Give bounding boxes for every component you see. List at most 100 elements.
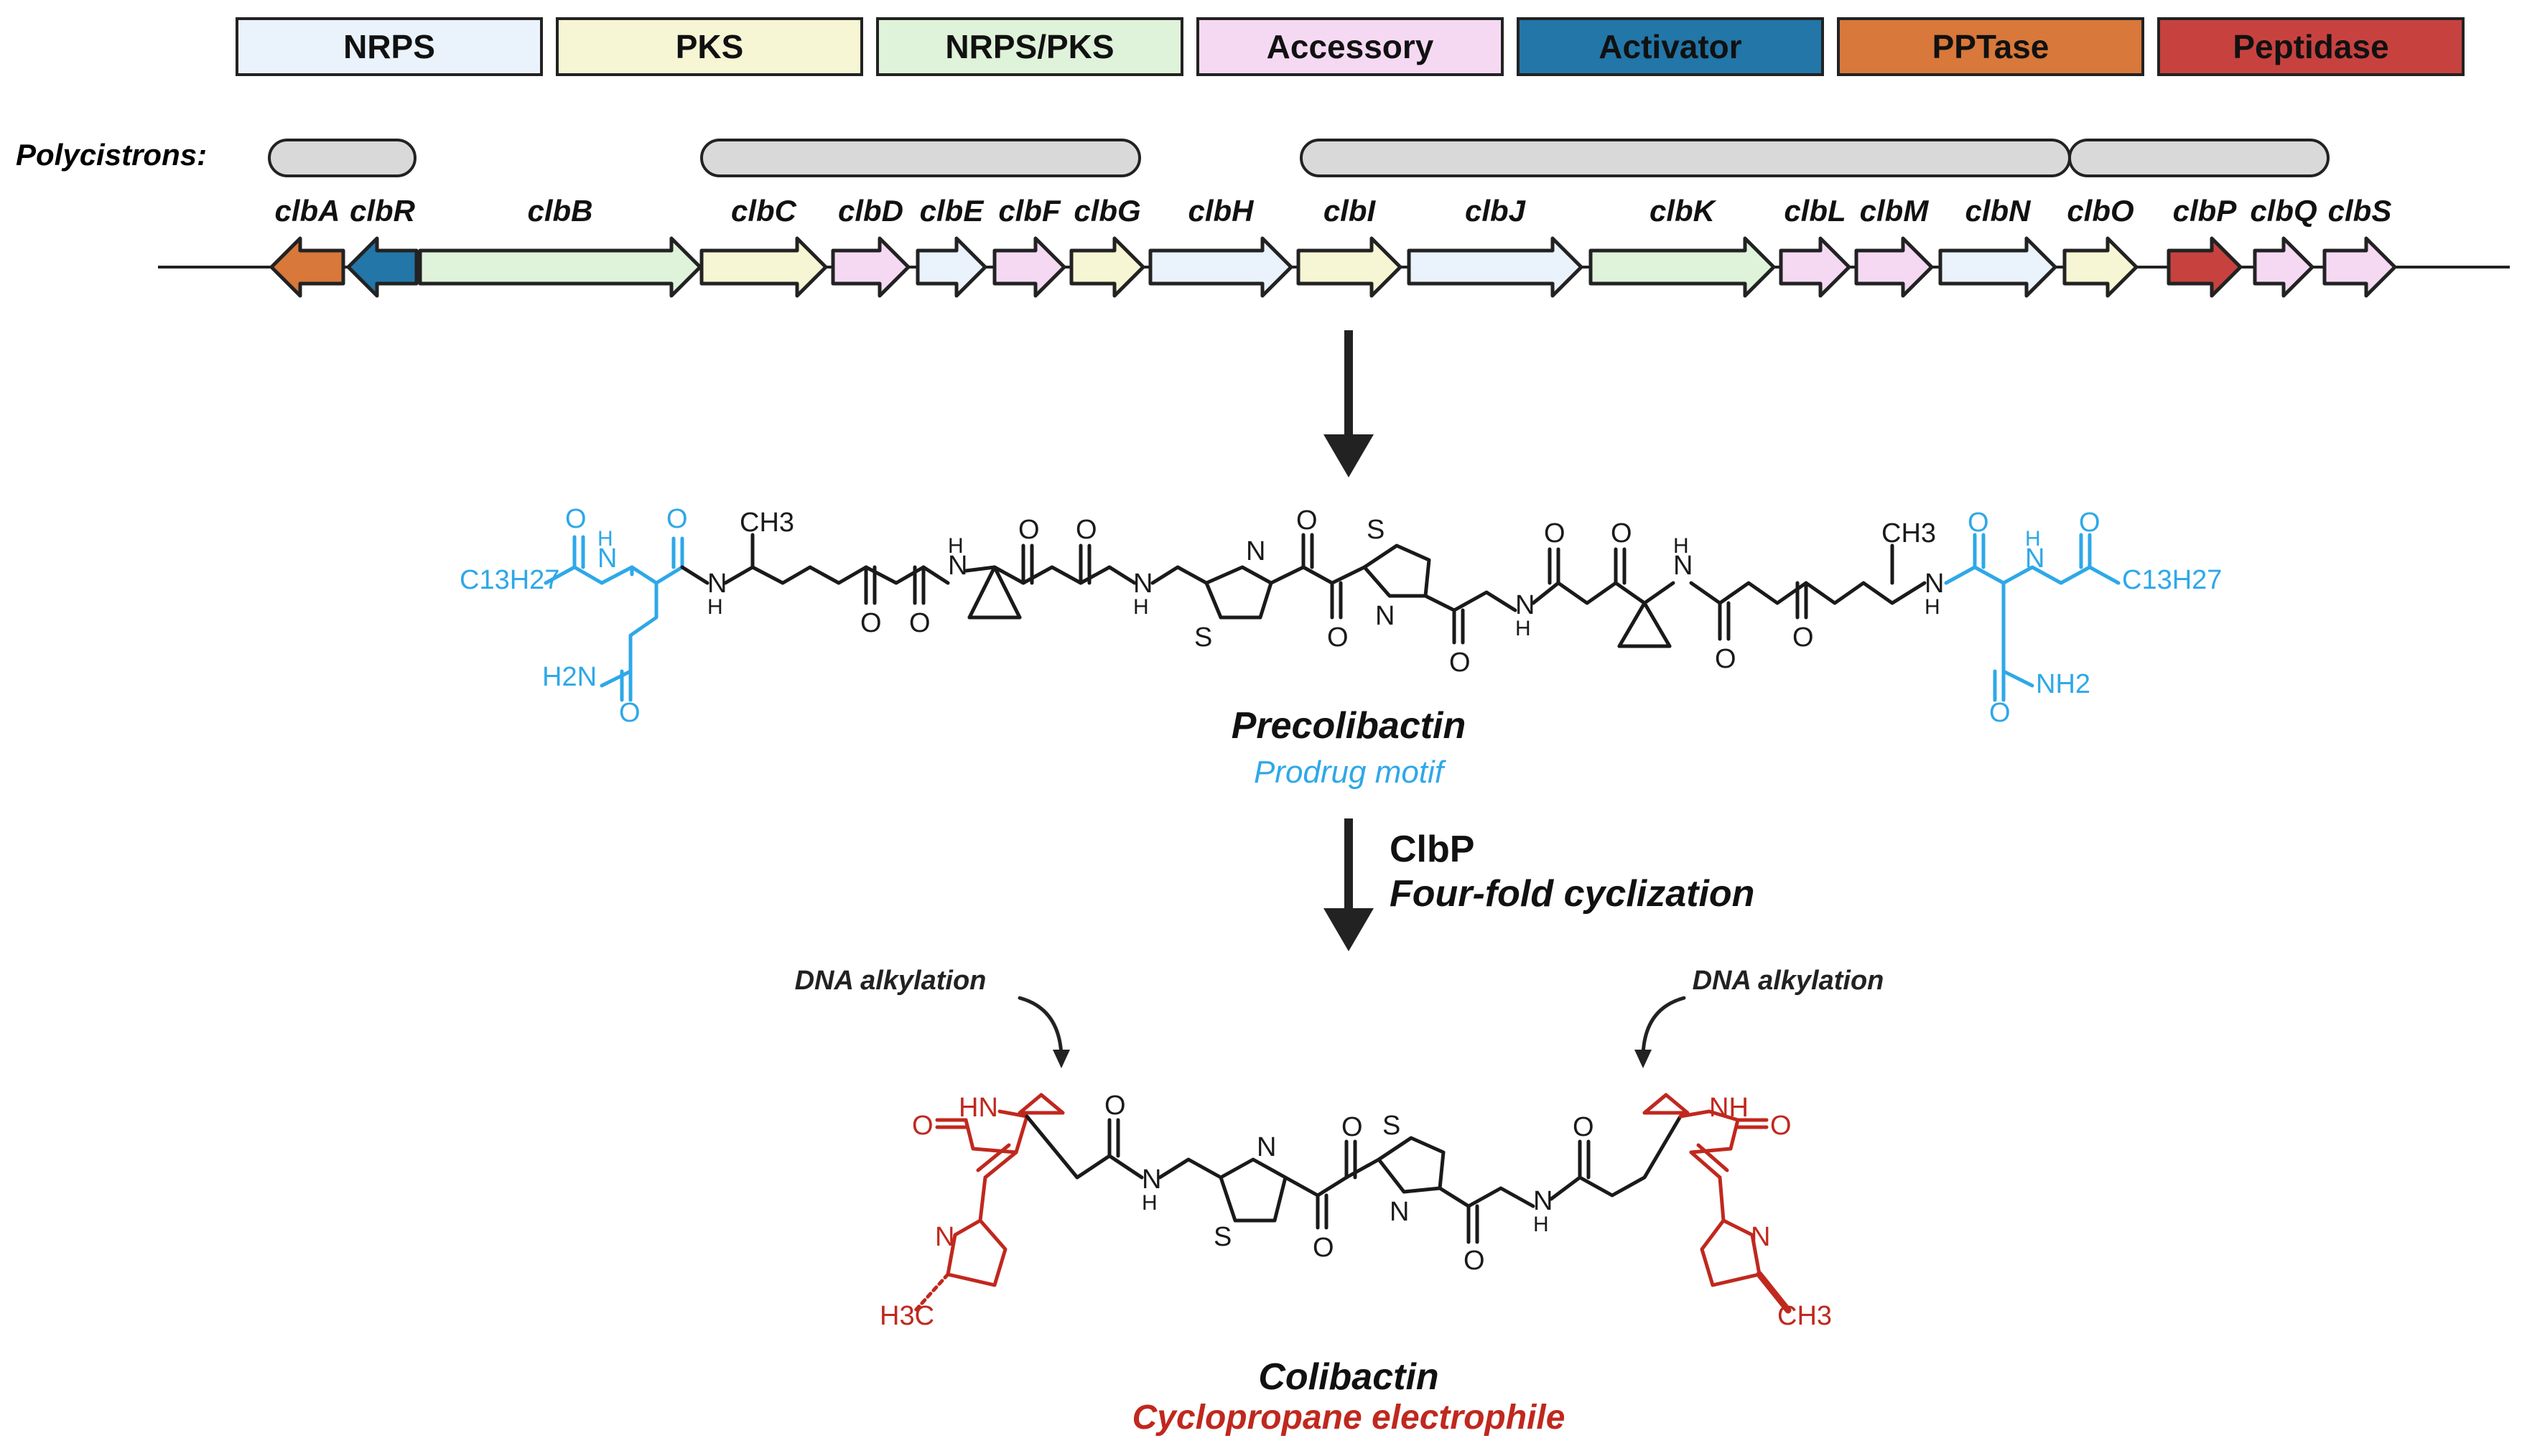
o-label: O bbox=[666, 504, 688, 534]
dna-alkylation-left: DNA alkylation bbox=[795, 966, 987, 996]
gene-label-clbH: clbH bbox=[1188, 194, 1255, 228]
gene-label-clbO: clbO bbox=[2067, 194, 2134, 228]
n-label: N bbox=[1133, 569, 1153, 599]
gene-arrow-clbF bbox=[992, 236, 1066, 298]
o-label: O bbox=[619, 698, 641, 728]
warhead-left-labels: HN O N H3C bbox=[880, 1093, 998, 1331]
polycistrons-label: Polycistrons: bbox=[16, 138, 207, 172]
precolibactin-title: Precolibactin bbox=[1232, 705, 1466, 747]
gene-label-clbI: clbI bbox=[1323, 194, 1377, 228]
gene-arrow-clbG bbox=[1069, 236, 1145, 298]
h-label: H bbox=[707, 595, 723, 619]
nh2-left: H2N bbox=[542, 662, 597, 692]
n-label: N bbox=[948, 551, 967, 581]
legend-swatch-nrps-pks bbox=[876, 17, 1183, 76]
o-label: O bbox=[1573, 1112, 1594, 1142]
o-label: O bbox=[1544, 518, 1565, 549]
ch3-left: CH3 bbox=[740, 508, 794, 538]
prodrug-motif-right bbox=[1944, 533, 2121, 702]
colibactin-structure: HN O N H3C bbox=[880, 996, 1832, 1331]
n-label: N bbox=[1246, 536, 1265, 566]
h-label: H bbox=[1533, 1213, 1549, 1236]
reaction-arrow-2 bbox=[1323, 818, 1374, 951]
gene-arrow-clbL bbox=[1779, 236, 1851, 298]
gene-arrow-clbO bbox=[2062, 236, 2139, 298]
gene-label-clbM: clbM bbox=[1860, 194, 1930, 228]
n-label: N bbox=[935, 1222, 954, 1252]
h-label: H bbox=[2025, 527, 2041, 551]
prodrug-labels-left: C13H27 N H O O H2N O bbox=[460, 504, 688, 728]
o-label: O bbox=[2079, 508, 2100, 538]
legend-swatch-nrps bbox=[236, 17, 543, 76]
s-label: S bbox=[1214, 1222, 1232, 1252]
legend-label: PPTase bbox=[1932, 28, 2049, 65]
s-label: S bbox=[1194, 622, 1212, 653]
h-label: H bbox=[1133, 595, 1149, 619]
gene-label-clbN: clbN bbox=[1965, 194, 2032, 228]
gene-label-clbG: clbG bbox=[1074, 194, 1140, 228]
precolibactin-subtitle: Prodrug motif bbox=[1254, 755, 1447, 790]
warhead-left bbox=[913, 1093, 1065, 1312]
o-label: O bbox=[909, 608, 931, 638]
colibactin-title: Colibactin bbox=[1258, 1356, 1438, 1398]
h-label: H bbox=[1673, 534, 1689, 558]
gene-arrow-clbK bbox=[1588, 236, 1776, 298]
o-label: O bbox=[912, 1111, 934, 1141]
s-label: S bbox=[1367, 515, 1385, 545]
h-label: H bbox=[1515, 617, 1531, 640]
gene-label-clbA: clbA bbox=[274, 194, 340, 228]
gene-arrow-clbM bbox=[1854, 236, 1934, 298]
legend-label: Accessory bbox=[1267, 28, 1434, 65]
n-label: N bbox=[1375, 601, 1395, 631]
o-label: O bbox=[1449, 648, 1471, 678]
alkylation-arrow-right bbox=[1641, 996, 1686, 1058]
legend-swatch-accessory bbox=[1196, 17, 1504, 76]
nh-label: NH bbox=[1709, 1093, 1749, 1123]
prodrug-labels-right: O N H O C13H27 O NH2 bbox=[1968, 508, 2222, 728]
c13h27-left: C13H27 bbox=[460, 565, 559, 595]
o-label: O bbox=[1296, 505, 1318, 536]
gene-label-clbS: clbS bbox=[2328, 194, 2392, 228]
legend-label: Peptidase bbox=[2233, 28, 2388, 65]
h-label: H bbox=[597, 527, 613, 551]
legend-label: Activator bbox=[1599, 28, 1741, 65]
hn-label: HN bbox=[959, 1093, 998, 1123]
polycistron-bars bbox=[268, 139, 2330, 177]
gene-label-clbC: clbC bbox=[731, 194, 797, 228]
dna-alkylation-right: DNA alkylation bbox=[1693, 966, 1884, 996]
legend-swatch-pptase bbox=[1837, 17, 2144, 76]
prodrug-motif-left bbox=[544, 535, 684, 702]
gene-arrow-clbR bbox=[346, 236, 419, 298]
nh2-right: NH2 bbox=[2036, 669, 2090, 699]
gene-label-clbD: clbD bbox=[838, 194, 903, 228]
ch3-right: CH3 bbox=[1881, 518, 1936, 549]
n-label: N bbox=[2025, 543, 2044, 574]
o-label: O bbox=[1968, 508, 1989, 538]
precolibactin-structure: C13H27 N H O O H2N O bbox=[460, 504, 2222, 728]
gene-arrow-clbP bbox=[2167, 236, 2243, 298]
gene-arrow-clbC bbox=[699, 236, 828, 298]
legend-swatch-activator bbox=[1517, 17, 1824, 76]
o-label: O bbox=[1611, 518, 1632, 549]
gene-arrow-clbA bbox=[269, 236, 345, 298]
o-label: O bbox=[1076, 515, 1097, 545]
o-label: O bbox=[860, 608, 882, 638]
gene-arrow-clbB bbox=[418, 236, 702, 298]
gene-arrow-clbE bbox=[916, 236, 987, 298]
step-enzyme: ClbP bbox=[1390, 829, 1474, 870]
gene-label-clbJ: clbJ bbox=[1465, 194, 1527, 228]
o-label: O bbox=[1715, 644, 1736, 674]
warhead-right-labels: NH O N CH3 bbox=[1709, 1093, 1832, 1331]
legend-label: NRPS/PKS bbox=[945, 28, 1114, 65]
legend-swatch-pks bbox=[556, 17, 863, 76]
polycistron-bar bbox=[268, 139, 417, 177]
gene-arrow-clbD bbox=[831, 236, 911, 298]
gene-arrow-clbI bbox=[1296, 236, 1402, 298]
n-label: N bbox=[1533, 1186, 1553, 1216]
o-label: O bbox=[1018, 515, 1040, 545]
gene-label-clbF: clbF bbox=[998, 194, 1061, 228]
o-label: O bbox=[565, 504, 587, 534]
